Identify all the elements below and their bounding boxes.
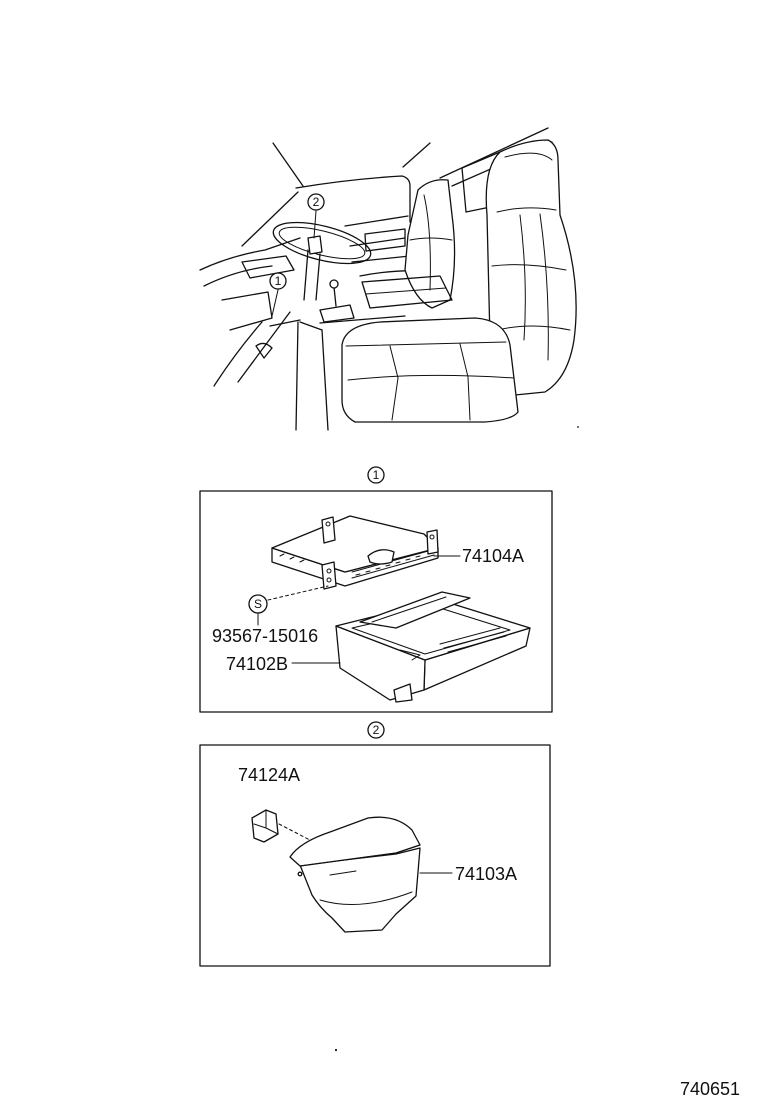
bracket-drawing	[271, 515, 439, 590]
clip-drawing	[251, 809, 279, 843]
section-2-frame	[199, 744, 551, 967]
screw-symbol-label: S	[254, 597, 262, 611]
callout-1[interactable]: 1	[269, 272, 287, 290]
part-label-ashtray-2[interactable]: 74103A	[455, 864, 517, 884]
callout-2-label: 2	[313, 195, 320, 209]
diagram-id: 740651	[680, 1079, 740, 1099]
part-label-screw[interactable]: 93567-15016	[212, 626, 318, 646]
section-2-marker: 2	[367, 721, 385, 739]
part-label-bracket[interactable]: 74104A	[462, 546, 524, 566]
section-1-frame	[199, 490, 553, 713]
part-label-clip[interactable]: 74124A	[238, 765, 300, 785]
section-1-marker: 1	[367, 466, 385, 484]
section-1-marker-label: 1	[373, 468, 380, 482]
part-label-ashtray-1[interactable]: 74102B	[226, 654, 288, 674]
callout-2[interactable]: 2	[307, 193, 325, 211]
screw-symbol: S	[248, 594, 268, 614]
callout-1-label: 1	[275, 274, 282, 288]
ashtray-drawing-1	[335, 591, 531, 703]
section-2-marker-label: 2	[373, 723, 380, 737]
stray-dot	[577, 426, 579, 428]
ashtray-drawing-2	[289, 816, 421, 933]
cab-interior-illustration	[199, 127, 577, 431]
stray-dot	[334, 1048, 338, 1052]
